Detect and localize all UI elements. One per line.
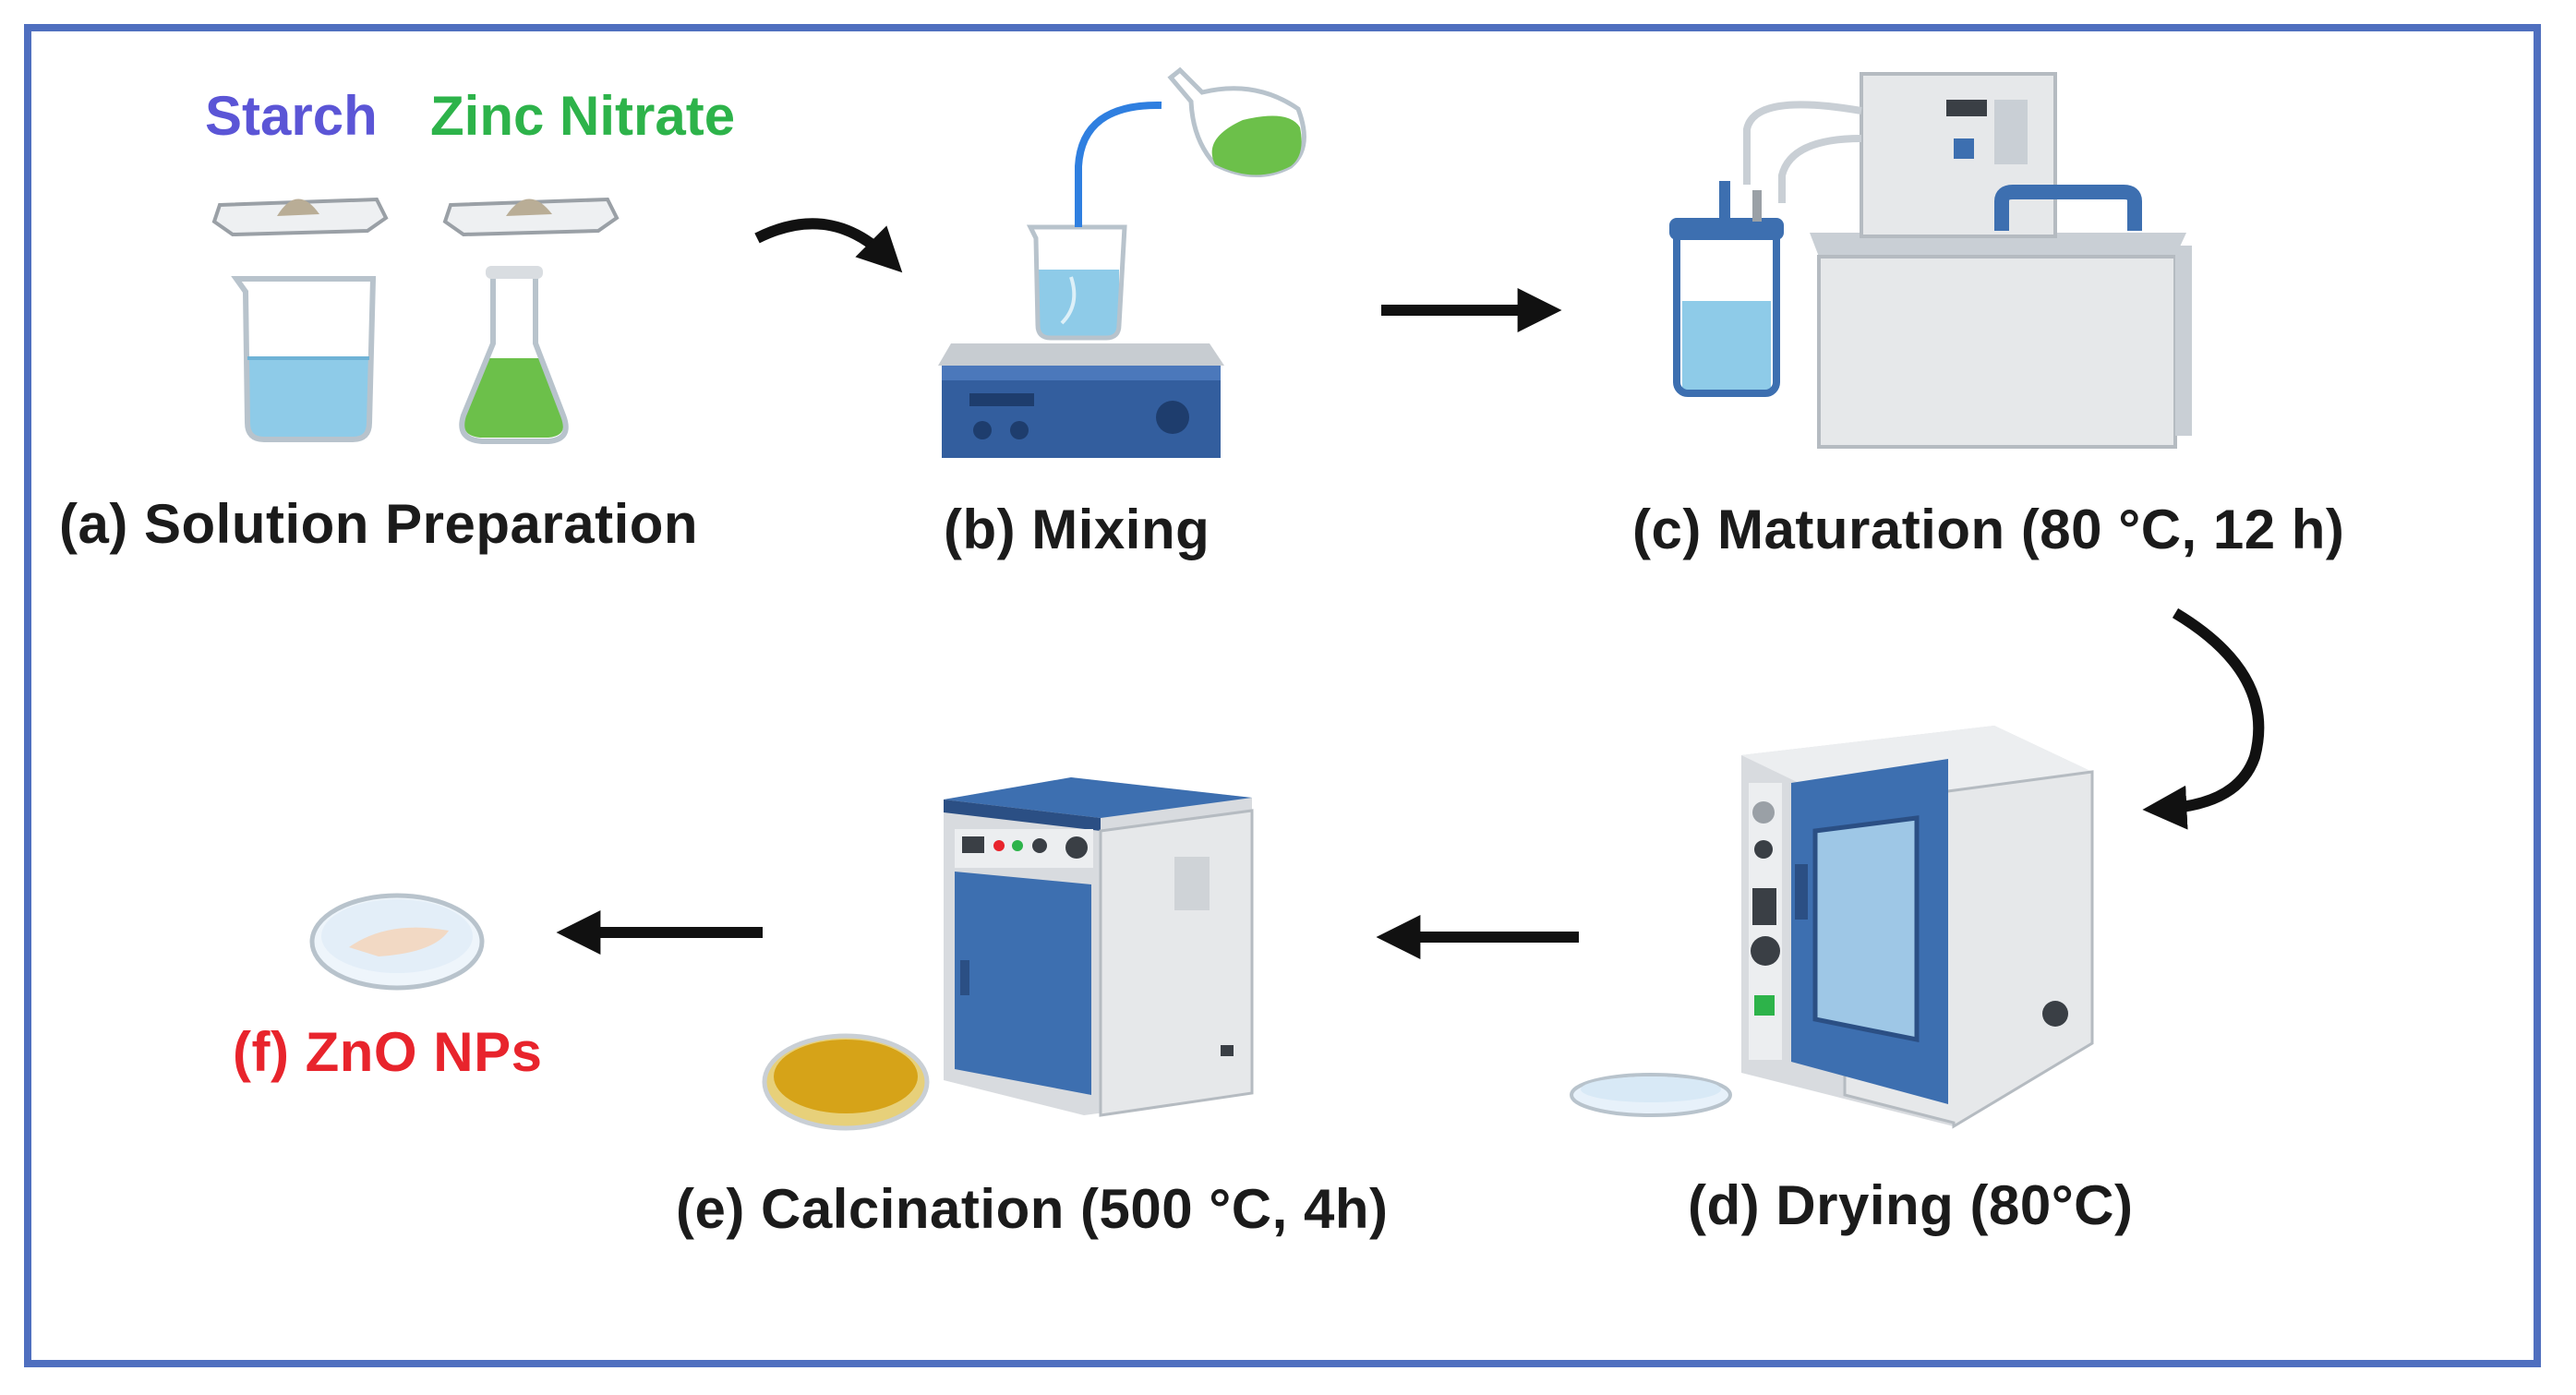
zinc-nitrate-weigh-boat-icon xyxy=(442,197,620,237)
step-f-zno-nps-label: (f) ZnO NPs xyxy=(233,1021,543,1083)
step-c-maturation-label: (c) Maturation (80 °C, 12 h) xyxy=(1632,499,2345,560)
reaction-vessel-icon xyxy=(1669,181,1784,397)
step-b-mixing-label: (b) Mixing xyxy=(944,499,1210,560)
arrow-a-to-b-icon xyxy=(754,218,903,273)
starch-label: Starch xyxy=(205,85,378,147)
mixing-beaker-icon xyxy=(1026,224,1127,341)
pouring-flask-icon xyxy=(1075,66,1306,227)
drying-petri-dish-icon xyxy=(1570,1073,1732,1117)
starch-weigh-boat-icon xyxy=(211,197,389,237)
zno-product-petri-dish-icon xyxy=(309,893,485,991)
step-d-drying-label: (d) Drying (80°C) xyxy=(1688,1174,2134,1236)
zinc-nitrate-label: Zinc Nitrate xyxy=(430,85,736,147)
drying-oven-icon xyxy=(1741,726,2094,1129)
step-e-calcination-label: (e) Calcination (500 °C, 4h) xyxy=(676,1178,1389,1240)
step-a-solution-preparation-label: (a) Solution Preparation xyxy=(59,493,699,555)
water-bath-icon xyxy=(1743,72,2192,449)
furnace-icon xyxy=(944,777,1254,1117)
arrow-c-to-d-icon xyxy=(2142,607,2265,830)
zinc-nitrate-flask-icon xyxy=(459,266,569,444)
water-beaker-icon xyxy=(231,276,377,442)
magnetic-stirrer-icon xyxy=(938,343,1224,458)
calcined-petri-dish-icon xyxy=(762,1033,930,1131)
